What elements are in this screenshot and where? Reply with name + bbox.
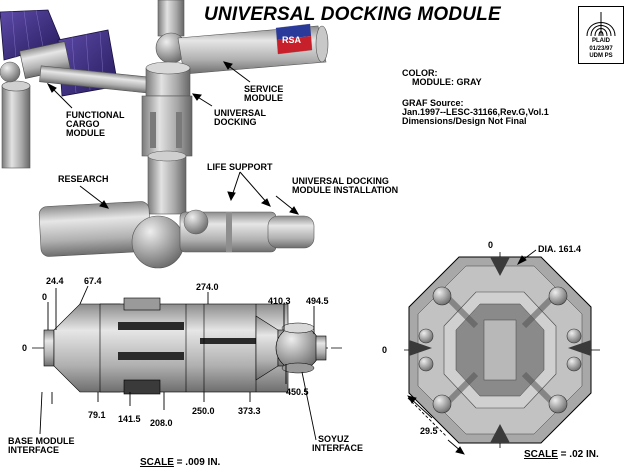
callout-research: RESEARCH bbox=[58, 174, 109, 184]
dim-top-24-4: 24.4 bbox=[46, 276, 64, 286]
source-note-reference: Jan.1997--LESC-31166,Rev.G,Vol.1 bbox=[402, 107, 549, 117]
dim-top-274-0: 274.0 bbox=[196, 282, 219, 292]
plaid-logo-date: 01/23/97 bbox=[589, 46, 613, 52]
side-view-zero-label: 0 bbox=[22, 343, 28, 353]
side-view-dimension-lines bbox=[39, 285, 317, 441]
plaid-logo-code: UDM PS bbox=[589, 53, 613, 59]
callout-life-support: LIFE SUPPORT bbox=[207, 162, 273, 172]
base-interface-label-2: INTERFACE bbox=[8, 445, 60, 455]
callout-universal-docking-2: DOCKING bbox=[214, 117, 257, 127]
side-view-scale-value: = .009 IN. bbox=[173, 457, 221, 468]
dim-top-67-4: 67.4 bbox=[84, 276, 102, 286]
rsa-flag-text: RSA bbox=[282, 35, 302, 45]
left-cylinder bbox=[1, 85, 31, 169]
source-note-disclaimer: Dimensions/Design Not Final bbox=[402, 116, 527, 126]
top-leader-lines bbox=[46, 61, 300, 215]
station-illustration: RSA bbox=[0, 0, 329, 269]
end-view-diameter: DIA. 161.4 bbox=[538, 244, 582, 254]
docking-stack-mid bbox=[141, 95, 193, 157]
callout-service-module-2: MODULE bbox=[244, 93, 283, 103]
color-note-heading: COLOR: bbox=[402, 68, 438, 78]
end-view-offset: 29.5 bbox=[420, 426, 438, 436]
dim-bottom-141-5: 141.5 bbox=[118, 414, 141, 424]
end-view-scale-word: SCALE bbox=[524, 449, 558, 460]
plaid-logo-name: PLAID bbox=[592, 38, 610, 44]
soyuz-interface-label-2: INTERFACE bbox=[312, 443, 364, 453]
base-interface-label-1: BASE MODULE bbox=[8, 436, 75, 446]
dim-top-494-5: 494.5 bbox=[306, 296, 329, 306]
callout-universal-docking-1: UNIVERSAL bbox=[214, 108, 267, 118]
callout-functional-cargo-1: FUNCTIONAL bbox=[66, 110, 125, 120]
node-ball-base bbox=[131, 215, 185, 269]
callout-udm-installation-2: MODULE INSTALLATION bbox=[292, 185, 399, 195]
dim-bottom-450-5: 450.5 bbox=[286, 387, 309, 397]
plaid-logo-mark bbox=[586, 12, 616, 37]
side-view-scale: SCALE = .009 IN. bbox=[140, 458, 220, 468]
soyuz-interface-label-1: SOYUZ bbox=[318, 434, 350, 444]
end-view-ports bbox=[418, 286, 582, 414]
callout-udm-installation-1: UNIVERSAL DOCKING bbox=[292, 176, 389, 186]
callout-functional-cargo-2: CARGO bbox=[66, 119, 100, 129]
upper-mast bbox=[157, 0, 185, 37]
dim-top-0: 0 bbox=[42, 292, 48, 302]
end-view-drawing bbox=[404, 252, 600, 448]
udm-installation bbox=[267, 215, 315, 249]
docking-stack-lower bbox=[147, 155, 187, 215]
dim-bottom-79-1: 79.1 bbox=[88, 410, 106, 420]
callout-service-module-1: SERVICE bbox=[244, 84, 284, 94]
dim-bottom-250-0: 250.0 bbox=[192, 406, 215, 416]
dim-top-410-3: 410.3 bbox=[268, 296, 291, 306]
end-view-left-zero: 0 bbox=[382, 345, 388, 355]
color-note-value: MODULE: GRAY bbox=[412, 77, 482, 87]
plaid-logo: PLAID 01/23/97 UDM PS bbox=[578, 6, 624, 64]
page-title: UNIVERSAL DOCKING MODULE bbox=[204, 4, 501, 25]
end-view-scale-value: = .02 IN. bbox=[557, 449, 599, 460]
side-view-scale-word: SCALE bbox=[140, 457, 174, 468]
callout-functional-cargo-3: MODULE bbox=[66, 128, 105, 138]
dim-bottom-208-0: 208.0 bbox=[150, 418, 173, 428]
dim-bottom-373-3: 373.3 bbox=[238, 406, 261, 416]
rsa-flag: RSA bbox=[275, 23, 313, 55]
end-view-top-zero: 0 bbox=[488, 240, 494, 250]
end-view-scale: SCALE = .02 IN. bbox=[524, 450, 599, 460]
node-ball-left bbox=[0, 61, 21, 83]
source-note-heading: GRAF Source: bbox=[402, 98, 464, 108]
end-view-dimension-lines bbox=[407, 249, 537, 455]
side-view-drawing bbox=[32, 297, 342, 395]
